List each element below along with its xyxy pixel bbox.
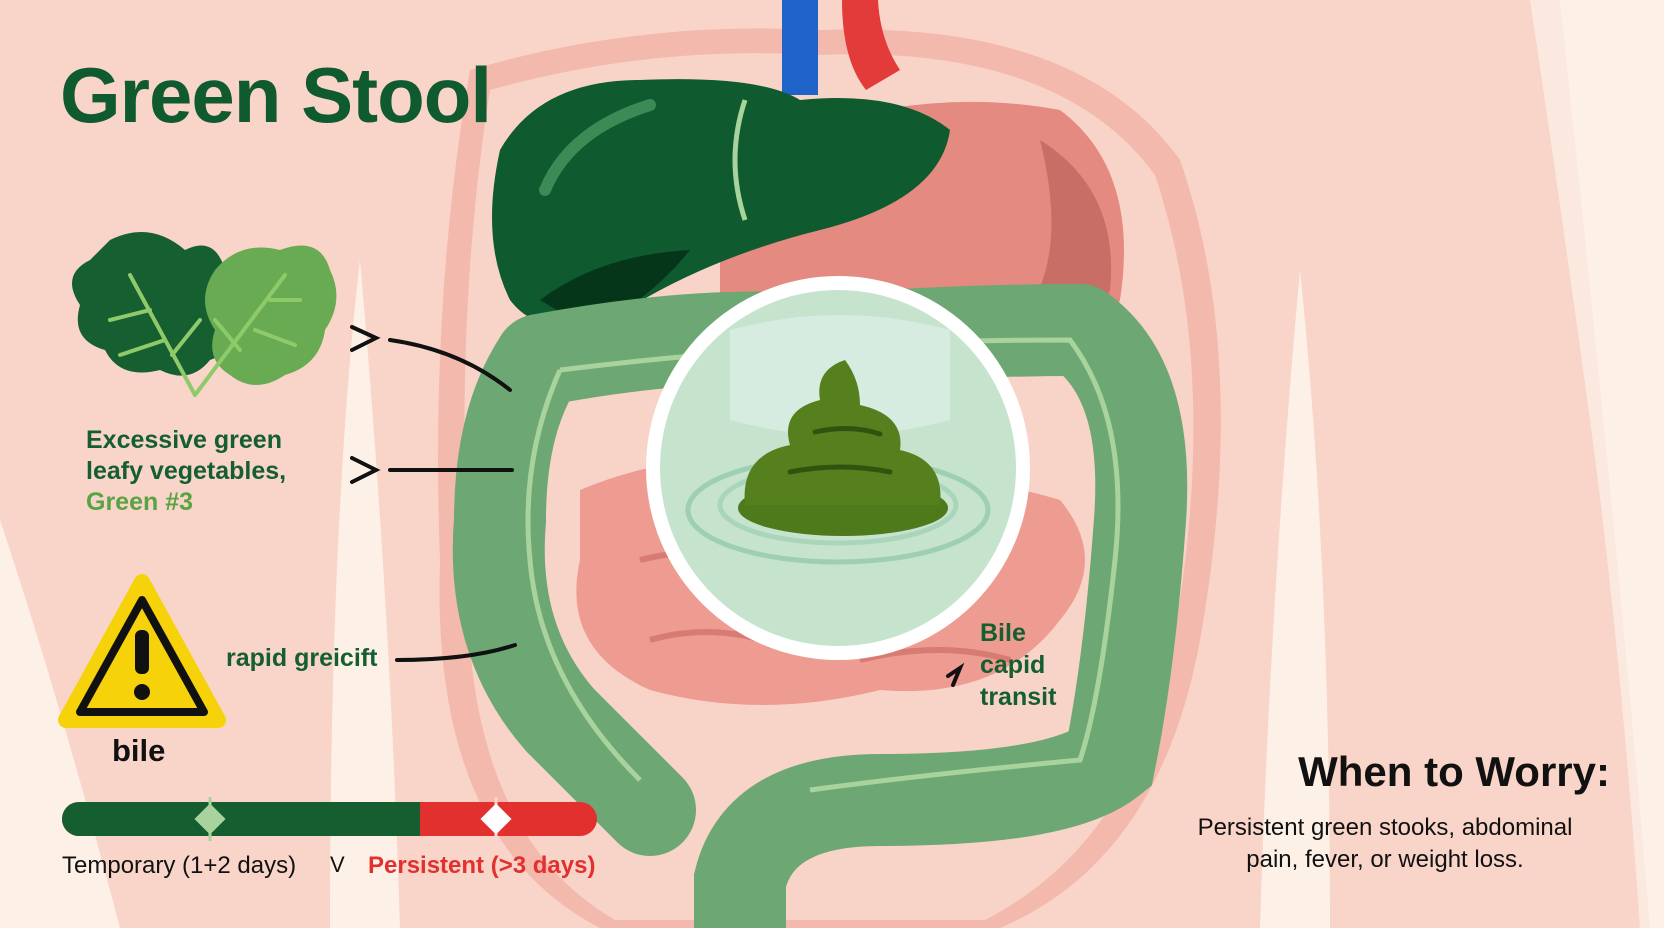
timeline-separator: V — [330, 852, 345, 877]
colon-ascending — [452, 314, 696, 856]
rapid-transit-label: rapid greicift — [226, 644, 378, 672]
arm-gap-left — [330, 260, 400, 928]
warning-icon — [58, 574, 226, 728]
liver-lobe-line — [732, 99, 748, 221]
liver-highlight — [539, 99, 656, 196]
arm-gap-right — [1260, 270, 1330, 928]
persistent-label: Persistent (>3 days) — [368, 852, 596, 879]
food-cause-line-3: Green #3 — [86, 488, 194, 516]
colon-descending — [694, 284, 1188, 928]
leafy-greens-icon — [72, 232, 337, 397]
worry-body: Persistent green stoοks, abdominal pain,… — [1160, 812, 1610, 876]
food-cause-line-1: Excessive green — [86, 426, 282, 454]
bile-transit-label: Bile capid transit — [980, 617, 1056, 713]
torso-edge-right — [1560, 0, 1664, 928]
arrow-head-1 — [350, 325, 381, 352]
warning-label: bile — [112, 733, 166, 768]
timeline-bar — [62, 797, 597, 841]
artery — [842, 0, 900, 90]
page-title: Green Stool — [60, 51, 492, 139]
bile-label-line-2: capid — [980, 651, 1046, 679]
pointer-line-3 — [395, 643, 517, 662]
pointer-line-1 — [388, 338, 512, 392]
worry-line-2: pain, fever, or weight loss. — [1246, 846, 1524, 873]
temporary-label: Temporary (1+2 days) — [62, 852, 297, 879]
arrow-head-3 — [946, 662, 965, 687]
bile-label-line-3: transit — [980, 683, 1057, 711]
worry-line-1: Persistent green stoοks, abdominal — [1197, 814, 1573, 841]
worry-heading: When to Worry: — [1298, 748, 1610, 795]
liver — [492, 79, 950, 327]
stool-icon — [738, 360, 948, 536]
food-cause-line-2: leafy vegetables, — [86, 457, 287, 485]
food-cause-label: Excessive green leafy vegetables, Green … — [86, 425, 286, 518]
bile-label-line-1: Bile — [980, 619, 1026, 647]
persistent-marker — [480, 797, 512, 841]
arrow-head-2 — [350, 456, 381, 484]
vein — [782, 0, 818, 95]
pointer-lines — [350, 325, 965, 687]
